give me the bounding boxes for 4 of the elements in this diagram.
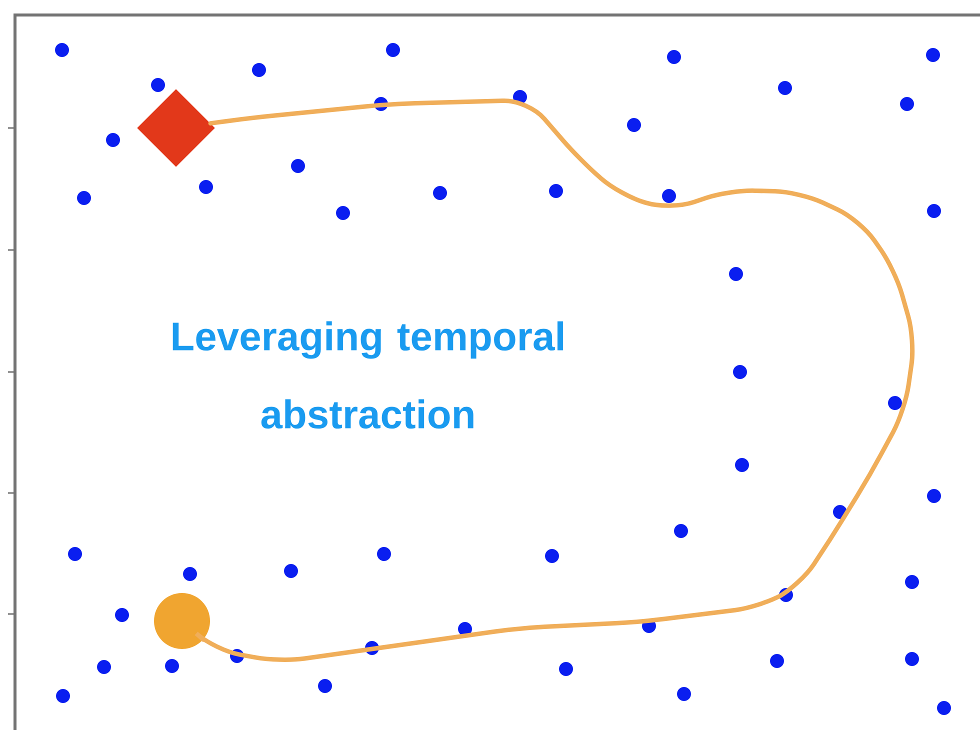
goal-diamond (137, 89, 215, 167)
path-line (194, 98, 915, 662)
heading-text: Leveraging temporal abstraction (172, 321, 563, 429)
start-circle (154, 593, 210, 649)
